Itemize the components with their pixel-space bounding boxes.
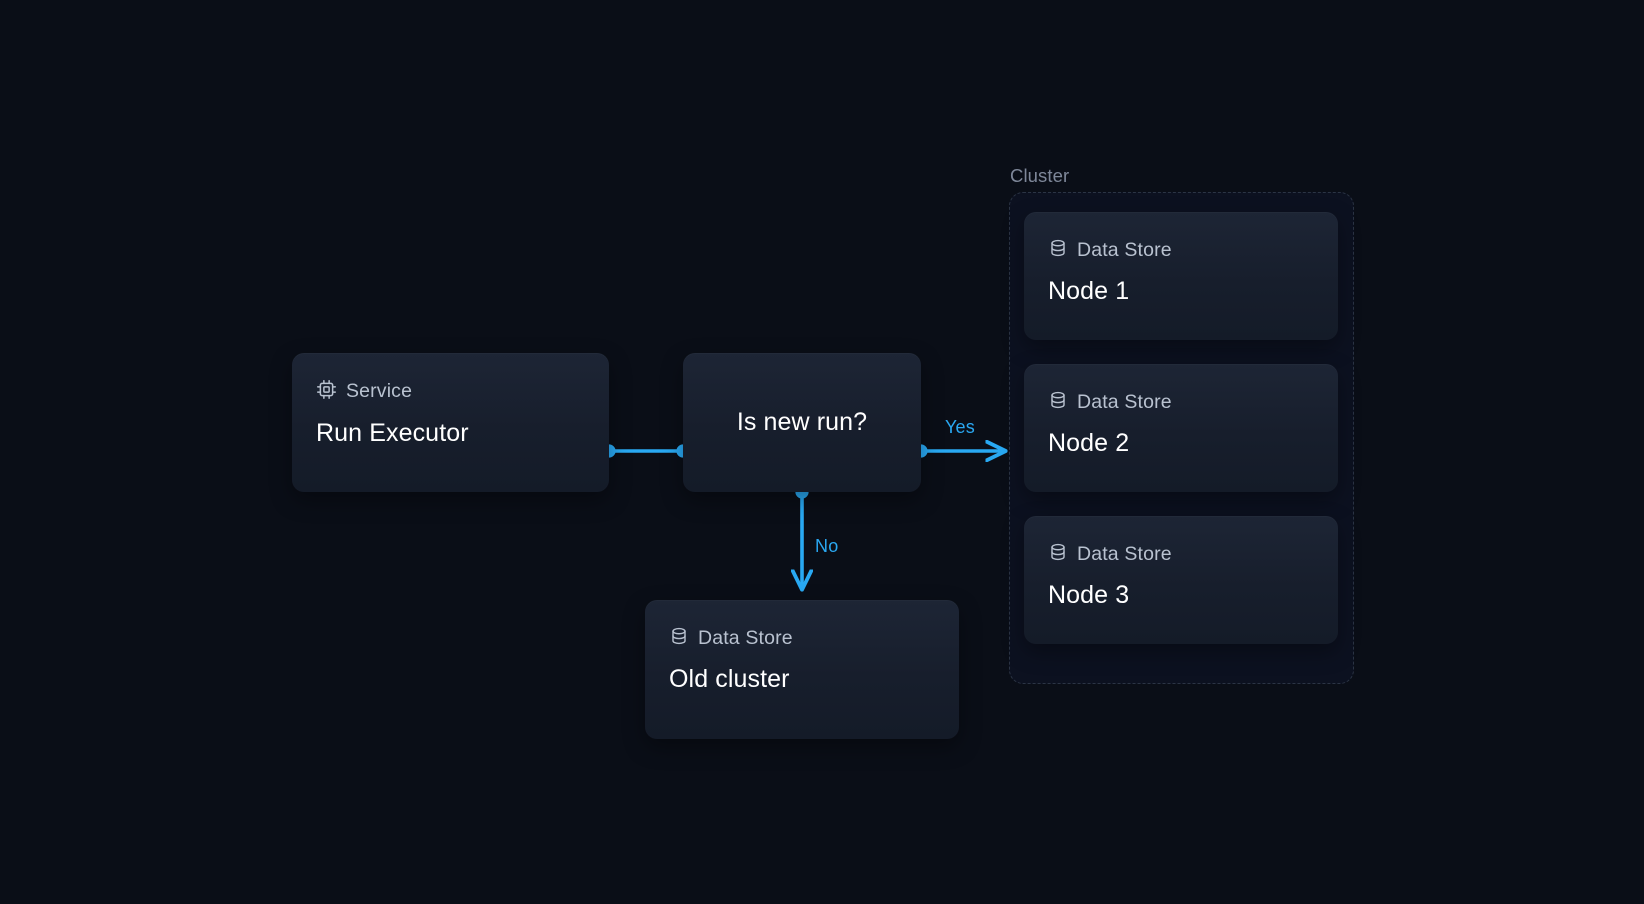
node-run-executor[interactable]: Service Run Executor [292,353,609,492]
group-cluster-label: Cluster [1010,165,1070,186]
node-kind-label: Service [346,380,413,402]
node-kind-label: Data Store [1077,238,1172,261]
node-title: Old cluster [669,664,790,693]
node-kind-row: Data Store [669,626,935,651]
node-is-new-run[interactable]: Is new run? [683,353,921,492]
node-node-1[interactable]: Data Store Node 1 [1024,212,1338,340]
node-kind-row: Service [316,379,585,405]
database-icon [669,626,689,651]
node-body: Data Store Node 3 [1024,516,1338,609]
database-icon [1048,238,1068,263]
edge-decision-to-old-cluster[interactable] [795,485,808,588]
node-title: Node 3 [1048,580,1130,609]
node-title: Node 1 [1048,276,1130,305]
node-kind-row: Data Store [1048,238,1314,263]
edge-label-yes: Yes [945,417,975,437]
node-body: Service Run Executor [292,353,609,447]
node-node-2[interactable]: Data Store Node 2 [1024,364,1338,492]
node-title: Is new run? [736,408,868,436]
edge-executor-to-decision[interactable] [602,444,690,458]
node-kind-row: Data Store [1048,390,1314,415]
node-title: Run Executor [316,418,469,447]
node-kind-label: Data Store [1077,390,1172,413]
node-old-cluster[interactable]: Data Store Old cluster [645,600,959,739]
node-node-3[interactable]: Data Store Node 3 [1024,516,1338,644]
node-body: Data Store Node 1 [1024,212,1338,305]
cpu-chip-icon [316,379,337,405]
node-kind-label: Data Store [698,626,793,649]
node-kind-row: Data Store [1048,542,1314,567]
edge-decision-to-node2[interactable] [914,444,1004,457]
database-icon [1048,390,1068,415]
edge-label-no: No [815,536,839,556]
node-kind-label: Data Store [1077,542,1172,565]
node-body: Data Store Old cluster [645,600,959,693]
node-title: Node 2 [1048,428,1130,457]
database-icon [1048,542,1068,567]
node-body: Data Store Node 2 [1024,364,1338,457]
